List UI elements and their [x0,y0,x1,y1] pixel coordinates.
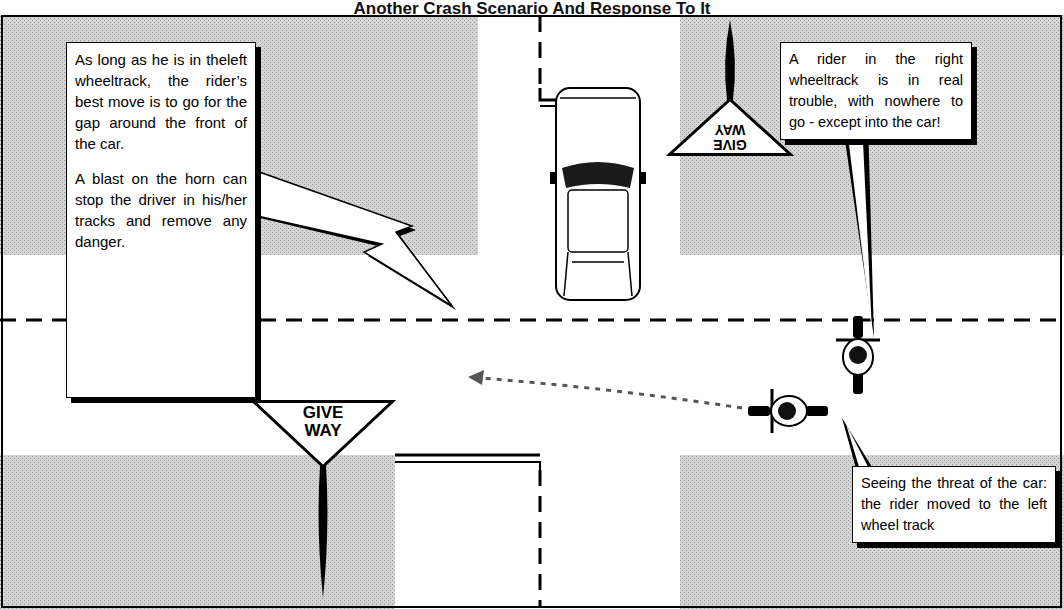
car-mirror [550,172,557,184]
callout-text: Seeing the threat of the car: the rider … [861,473,1047,536]
callout-pointer [248,168,452,306]
give-way-sign: GIVE WAY [668,98,792,156]
motorcycle-wheel [806,406,828,416]
rider-body [843,339,873,375]
car-body [556,88,640,300]
car-mirror [639,172,646,184]
footpath-corner [680,455,1064,609]
diagram-title: Another Crash Scenario And Response To I… [0,0,1064,17]
sign-text: GIVE WAY [297,400,350,440]
rider-body [771,396,807,426]
give-way-line [395,454,540,457]
rider-path [480,378,742,408]
rider-helmet [778,402,796,420]
motorcycle-left-track [748,389,828,433]
give-way-line [395,462,540,474]
callout-box: Seeing the threat of the car: the rider … [852,466,1056,543]
car-roof [568,190,628,252]
footpath-corner [0,455,395,609]
callout-text: A blast on the horn can stop the driver … [75,168,247,252]
sign-pole [725,20,735,100]
rider-helmet [849,346,867,364]
car-bumper [560,97,636,99]
callout-pointer [842,120,874,338]
callout-box: As long as he is in theleft wheeltrack, … [66,42,256,398]
callout-text: A rider in the right wheeltrack is in re… [789,49,963,133]
footpath-corner [680,15,1064,255]
centre-line [539,470,542,607]
car-windscreen [562,162,634,188]
callout-text: As long as he is in theleft wheeltrack, … [75,49,247,154]
frame [2,16,1061,607]
sign-text: GIVE WAY [709,122,752,156]
motorcycle-wheel [853,316,863,338]
car [550,88,646,300]
callout-pointer [846,120,872,332]
rider-path-arrowhead [468,370,484,385]
sign-pole [319,466,328,598]
give-way-sign: GIVE WAY [252,400,394,468]
centre-line [539,16,542,92]
motorcycle-wheel [748,406,770,416]
car-rear [564,252,632,296]
callout-box: A rider in the right wheeltrack is in re… [780,42,972,140]
